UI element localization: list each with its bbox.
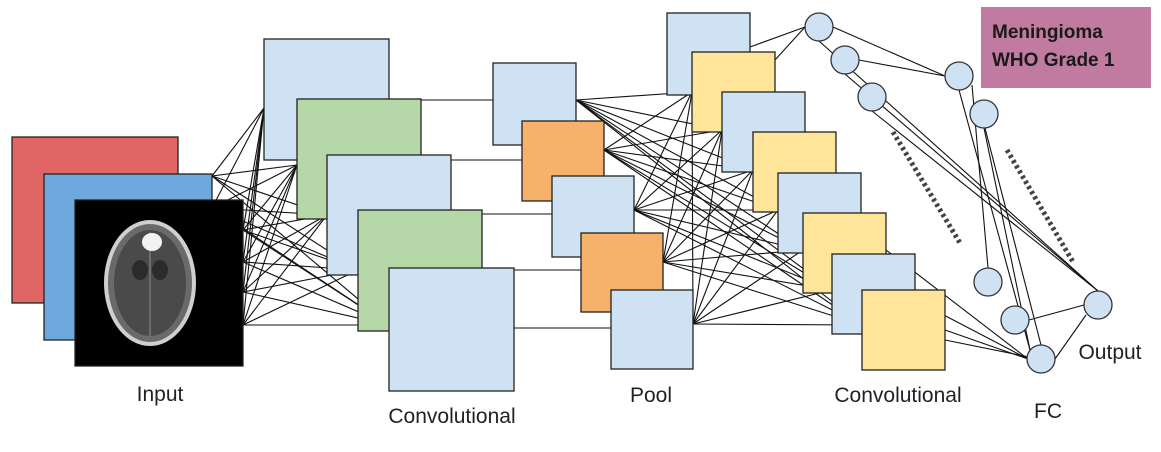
- connection-line: [575, 99, 833, 291]
- connection-line: [242, 107, 265, 231]
- label-fc: FC: [1034, 400, 1062, 423]
- connection-line: [1054, 314, 1087, 360]
- connection-line: [662, 169, 754, 263]
- diagnosis-badge: Meningioma WHO Grade 1: [981, 7, 1151, 88]
- connection-line: [242, 107, 265, 326]
- connection-line: [603, 91, 693, 151]
- connection-line: [832, 26, 946, 77]
- label-conv2: Convolutional: [834, 384, 961, 407]
- connection-line: [242, 269, 359, 326]
- fc1-node-2: [830, 45, 860, 75]
- connection-line: [774, 26, 806, 61]
- label-input: Input: [137, 383, 184, 406]
- connection-line: [603, 149, 779, 211]
- connection-line: [662, 91, 693, 263]
- connection-line: [818, 40, 1099, 292]
- fc2-node-1: [944, 61, 974, 91]
- fc1-node-6: [1026, 344, 1056, 374]
- connection-line: [633, 169, 754, 211]
- output-node: [1083, 290, 1113, 320]
- connection-line: [692, 129, 723, 325]
- connection-line: [662, 209, 779, 263]
- connection-line: [858, 59, 946, 77]
- conv1-feature-map-5: [388, 267, 515, 392]
- conv2-feature-map-8: [861, 289, 946, 371]
- connection-line: [749, 26, 806, 48]
- connection-line: [242, 214, 328, 293]
- fc1-node-5: [1000, 305, 1030, 335]
- connection-line: [603, 149, 863, 326]
- connection-line: [662, 261, 863, 326]
- connection-line: [692, 289, 833, 325]
- label-conv1: Convolutional: [388, 405, 515, 428]
- connection-line: [603, 149, 833, 291]
- connection-line: [242, 214, 328, 326]
- badge-line-2: WHO Grade 1: [992, 50, 1115, 71]
- connection-line: [844, 73, 1099, 292]
- connection-line: [242, 164, 298, 263]
- mri-brain-image: [74, 199, 244, 367]
- connection-line: [242, 164, 298, 293]
- connection-line: [211, 107, 265, 209]
- label-pool: Pool: [630, 384, 672, 407]
- label-output: Output: [1078, 341, 1141, 364]
- connection-line: [633, 91, 693, 211]
- connection-line: [692, 169, 754, 325]
- connection-line: [633, 209, 804, 251]
- connection-line: [633, 129, 723, 211]
- connection-line: [871, 110, 1099, 292]
- connection-line: [211, 107, 265, 177]
- connection-line: [944, 339, 1030, 358]
- connection-line: [211, 164, 298, 177]
- connection-line: [242, 164, 298, 231]
- connection-line: [242, 107, 265, 263]
- fc1-node-3: [857, 82, 887, 112]
- connection-line: [692, 249, 804, 325]
- fc1-ellipsis-dots: [890, 130, 963, 245]
- connection-line: [633, 209, 833, 291]
- connection-line: [603, 149, 804, 251]
- connection-line: [242, 214, 328, 263]
- connection-line: [575, 99, 804, 251]
- connection-line: [1028, 304, 1085, 321]
- fc2-ellipsis-dots: [1004, 148, 1076, 264]
- connection-line: [692, 209, 779, 325]
- badge-line-1: Meningioma: [992, 22, 1103, 43]
- pool-map-5: [610, 289, 694, 370]
- fc1-node-4: [973, 267, 1003, 297]
- fc1-node-1: [804, 12, 834, 42]
- fc2-node-2: [969, 99, 999, 129]
- connection-line: [242, 164, 298, 326]
- connection-line: [633, 209, 863, 326]
- connection-line: [984, 127, 1042, 346]
- connection-line: [603, 129, 723, 151]
